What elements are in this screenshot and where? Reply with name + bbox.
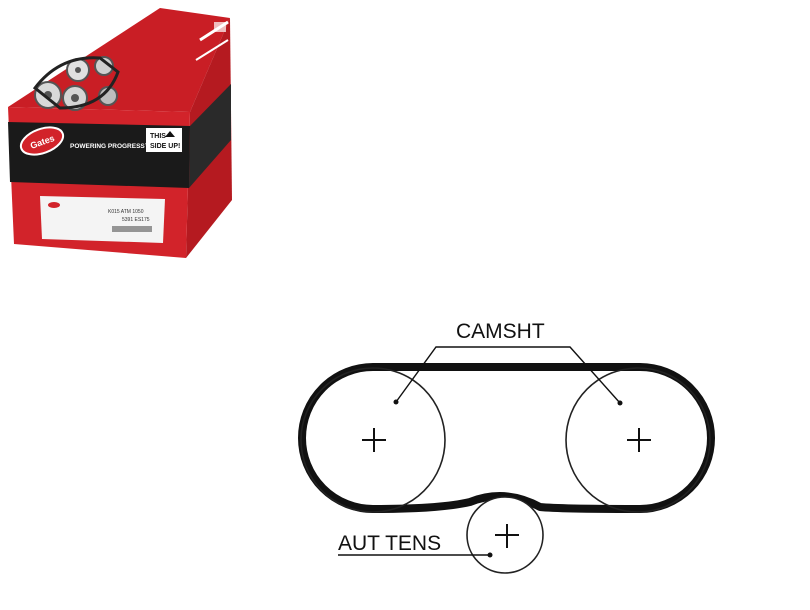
- right-pulley-center-mark: [627, 428, 651, 452]
- tensioner-label: AUT TENS: [338, 532, 441, 555]
- tensioner-center-mark: [495, 524, 519, 548]
- pulley-kit-icon: [32, 56, 120, 111]
- label-line2: 5391 ES175: [122, 217, 150, 223]
- right-camshaft-pulley: [565, 367, 711, 513]
- orientation-line1: THIS: [150, 133, 166, 140]
- tagline-text: POWERING PROGRESS™: [70, 143, 151, 150]
- orientation-line2: SIDE UP!: [150, 143, 180, 150]
- left-pulley-center-mark: [362, 428, 386, 452]
- camshaft-label: CAMSHT: [456, 320, 545, 343]
- product-box-image: Gates POWERING PROGRESS™ THIS SIDE UP! K…: [8, 8, 232, 258]
- timing-belt: [298, 363, 715, 513]
- orientation-panel: [146, 128, 182, 152]
- right-leader-dot: [617, 400, 623, 406]
- label-line1: K015 ATM 1050: [108, 209, 144, 215]
- box-top-face: [8, 8, 230, 112]
- barcode: [112, 226, 152, 232]
- tensioner-leader-dot: [487, 552, 493, 558]
- camshaft-leader-lines: [395, 346, 621, 404]
- gates-logo-icon: Gates: [19, 126, 65, 156]
- box-side-band: [189, 84, 231, 188]
- left-camshaft-pulley: [300, 367, 446, 513]
- left-leader-dot: [393, 399, 399, 405]
